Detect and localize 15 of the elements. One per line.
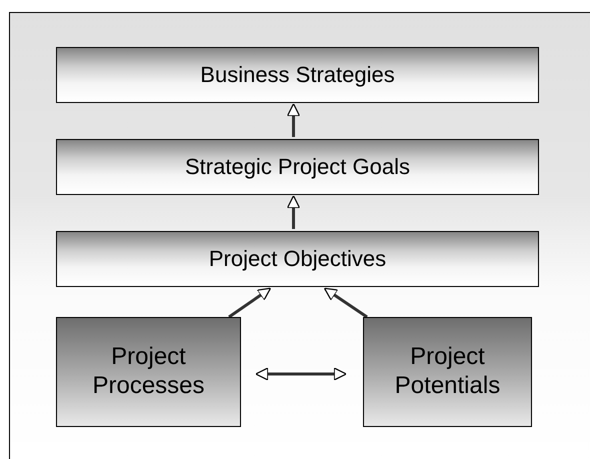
box-label: Business Strategies [199, 62, 396, 88]
box-label: Project Potentials [394, 343, 502, 401]
arrow [286, 103, 300, 137]
box-label: Project Processes [91, 343, 206, 401]
process-box [363, 317, 532, 427]
process-box [56, 47, 539, 103]
arrow [324, 288, 368, 318]
arrow [286, 195, 300, 229]
process-box [56, 317, 241, 427]
arrow [228, 288, 272, 318]
box-label: Project Objectives [208, 246, 388, 272]
process-box [56, 231, 539, 287]
box-label: Strategic Project Goals [184, 154, 411, 180]
arrow [255, 367, 347, 381]
process-box [56, 139, 539, 195]
